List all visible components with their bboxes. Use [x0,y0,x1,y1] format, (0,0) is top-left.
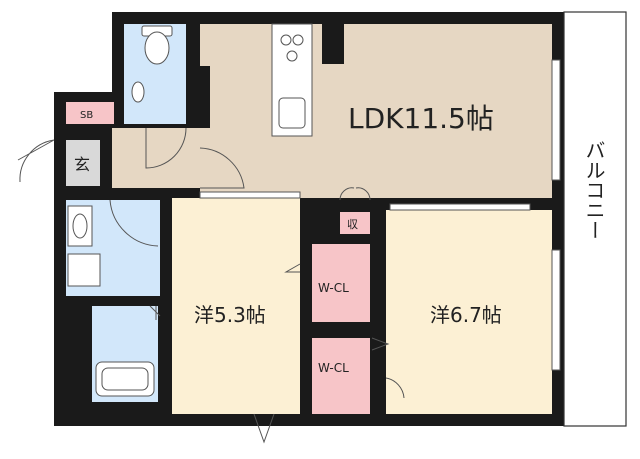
wic-2-door-icon [371,337,390,351]
bathtub-inner-icon [101,367,149,391]
washer-icon [67,253,101,287]
wic-1-door-icon [284,263,301,273]
wic-2-floor [312,338,370,414]
sink-icon [278,97,306,129]
toilet-fixture [131,25,173,103]
storage-label: 収 [347,218,358,231]
entrance-label: 玄 [74,155,90,174]
washbasin-bowl-icon [72,213,88,239]
ldk-inner-wall [190,66,210,128]
window-top-ldk [199,191,301,199]
washroom-door-icon [109,199,159,247]
wic-1-floor [312,244,370,322]
hall-door-icon [199,147,245,189]
washroom-fixtures [67,205,155,397]
doors [17,127,405,444]
western-room-2-label: 洋6.7帖 [430,303,502,327]
toilet-door-icon [145,127,187,169]
bathtub-icon [95,361,155,397]
window-ldk [551,59,561,181]
kitchen-counter [271,23,313,137]
shoe-box-floor [66,102,114,124]
western-room-1-label: 洋5.3帖 [194,303,266,327]
ldk-label: LDK11.5帖 [348,102,494,135]
window-top-w2 [389,203,531,211]
wic-1-label: W-CL [318,281,349,295]
storage-door-icon [339,187,371,201]
western-room-1-floor [172,198,300,414]
windows [199,59,561,371]
balcony-label: バルコニー [582,140,606,240]
shoe-box-label: SB [80,110,93,121]
stove-burner-icon [280,34,292,46]
fridge-space [322,24,344,64]
stove-burner-icon [292,34,304,46]
stove-burner-icon [286,50,298,62]
balcony-floor [563,11,627,427]
wic-2-label: W-CL [318,361,349,375]
toilet-sink-icon [131,81,145,103]
storage-floor [340,212,370,234]
wic-2-inner-door-icon [385,377,405,399]
toilet-bowl-icon [144,31,170,65]
window-western-2 [551,249,561,371]
hall-floor [112,128,200,188]
kitchen-counter-body [271,23,313,137]
front-door-icon [17,139,55,183]
entrance-floor [66,140,100,186]
western-room-2-floor [386,210,552,414]
bath-door-icon [149,305,161,320]
exterior-door-icon [253,413,275,444]
